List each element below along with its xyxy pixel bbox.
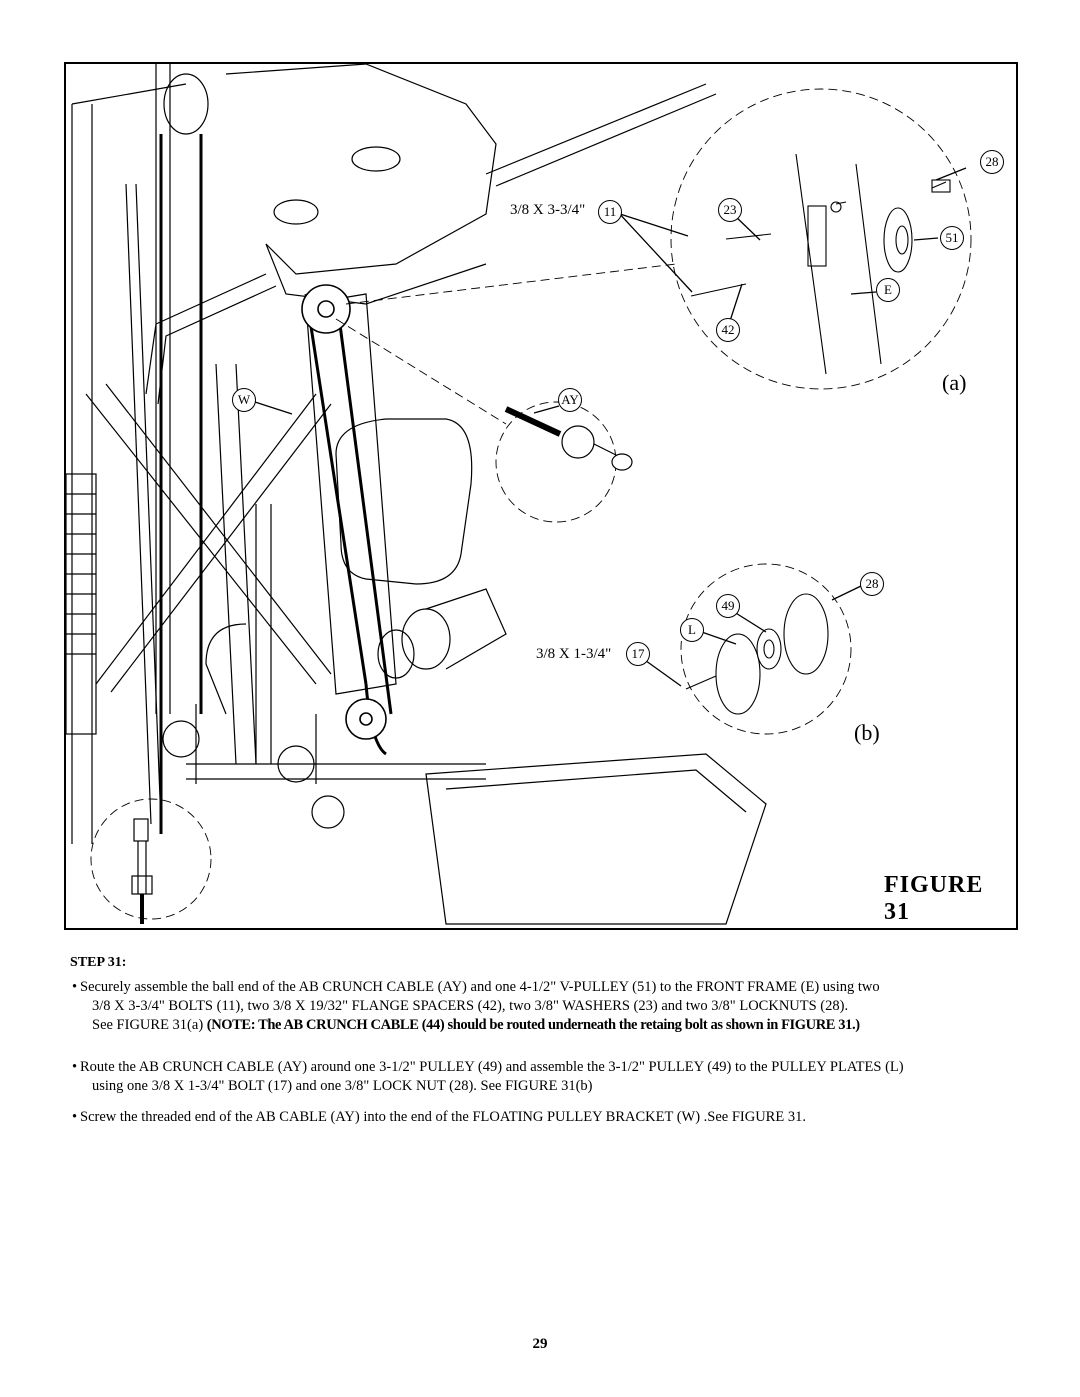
callout-28-b: 28 [860,572,884,596]
figure-title: FIGURE 31 [884,872,984,925]
callout-W: W [232,388,256,412]
callout-E: E [876,278,900,302]
bullet-2-line-1: Route the AB CRUNCH CABLE (AY) around on… [80,1059,904,1075]
callout-17: 17 [626,642,650,666]
figure-31-illustration: 3/8 X 3-3/4" 11 23 28 51 E 42 (a) W AY 2… [64,62,1018,930]
callout-23: 23 [718,198,742,222]
instruction-bullet-3: • Screw the threaded end of the AB CABLE… [72,1108,1030,1127]
callout-11: 11 [598,200,622,224]
machine-drawing [66,64,972,925]
see-figure-ref: See FIGURE 31(a) [92,1017,207,1033]
bullet-1-line-3: See FIGURE 31(a) (NOTE: The AB CRUNCH CA… [80,1016,1030,1035]
instruction-bullet-2: • Route the AB CRUNCH CABLE (AY) around … [72,1058,1030,1096]
bullet-2-line-2: using one 3/8 X 1-3/4" BOLT (17) and one… [92,1078,593,1094]
routing-note: (NOTE: The AB CRUNCH CABLE (44) should b… [206,1017,860,1033]
bullet-3-line-1: Screw the threaded end of the AB CABLE (… [80,1109,806,1125]
callout-28-a: 28 [980,150,1004,174]
bullet-dot: • [72,979,78,995]
detail-a-label: (a) [942,370,967,395]
instruction-bullet-1: • Securely assemble the ball end of the … [72,978,1030,1035]
bolt-11-spec-label: 3/8 X 3-3/4" [510,202,586,218]
step-heading: STEP 31: [70,955,127,970]
callout-49: 49 [716,594,740,618]
bullet-1-line-1: Securely assemble the ball end of the AB… [80,979,880,995]
detail-b-label: (b) [854,720,880,745]
callout-L: L [680,618,704,642]
bullet-dot: • [72,1059,78,1075]
callout-AY: AY [558,388,582,412]
bullet-1-line-2: 3/8 X 3-3/4" BOLTS (11), two 3/8 X 19/32… [92,998,849,1014]
callout-51: 51 [940,226,964,250]
bullet-dot: • [72,1109,78,1125]
callout-42: 42 [716,318,740,342]
page-number: 29 [532,1336,548,1352]
bolt-17-spec-label: 3/8 X 1-3/4" [536,646,612,662]
